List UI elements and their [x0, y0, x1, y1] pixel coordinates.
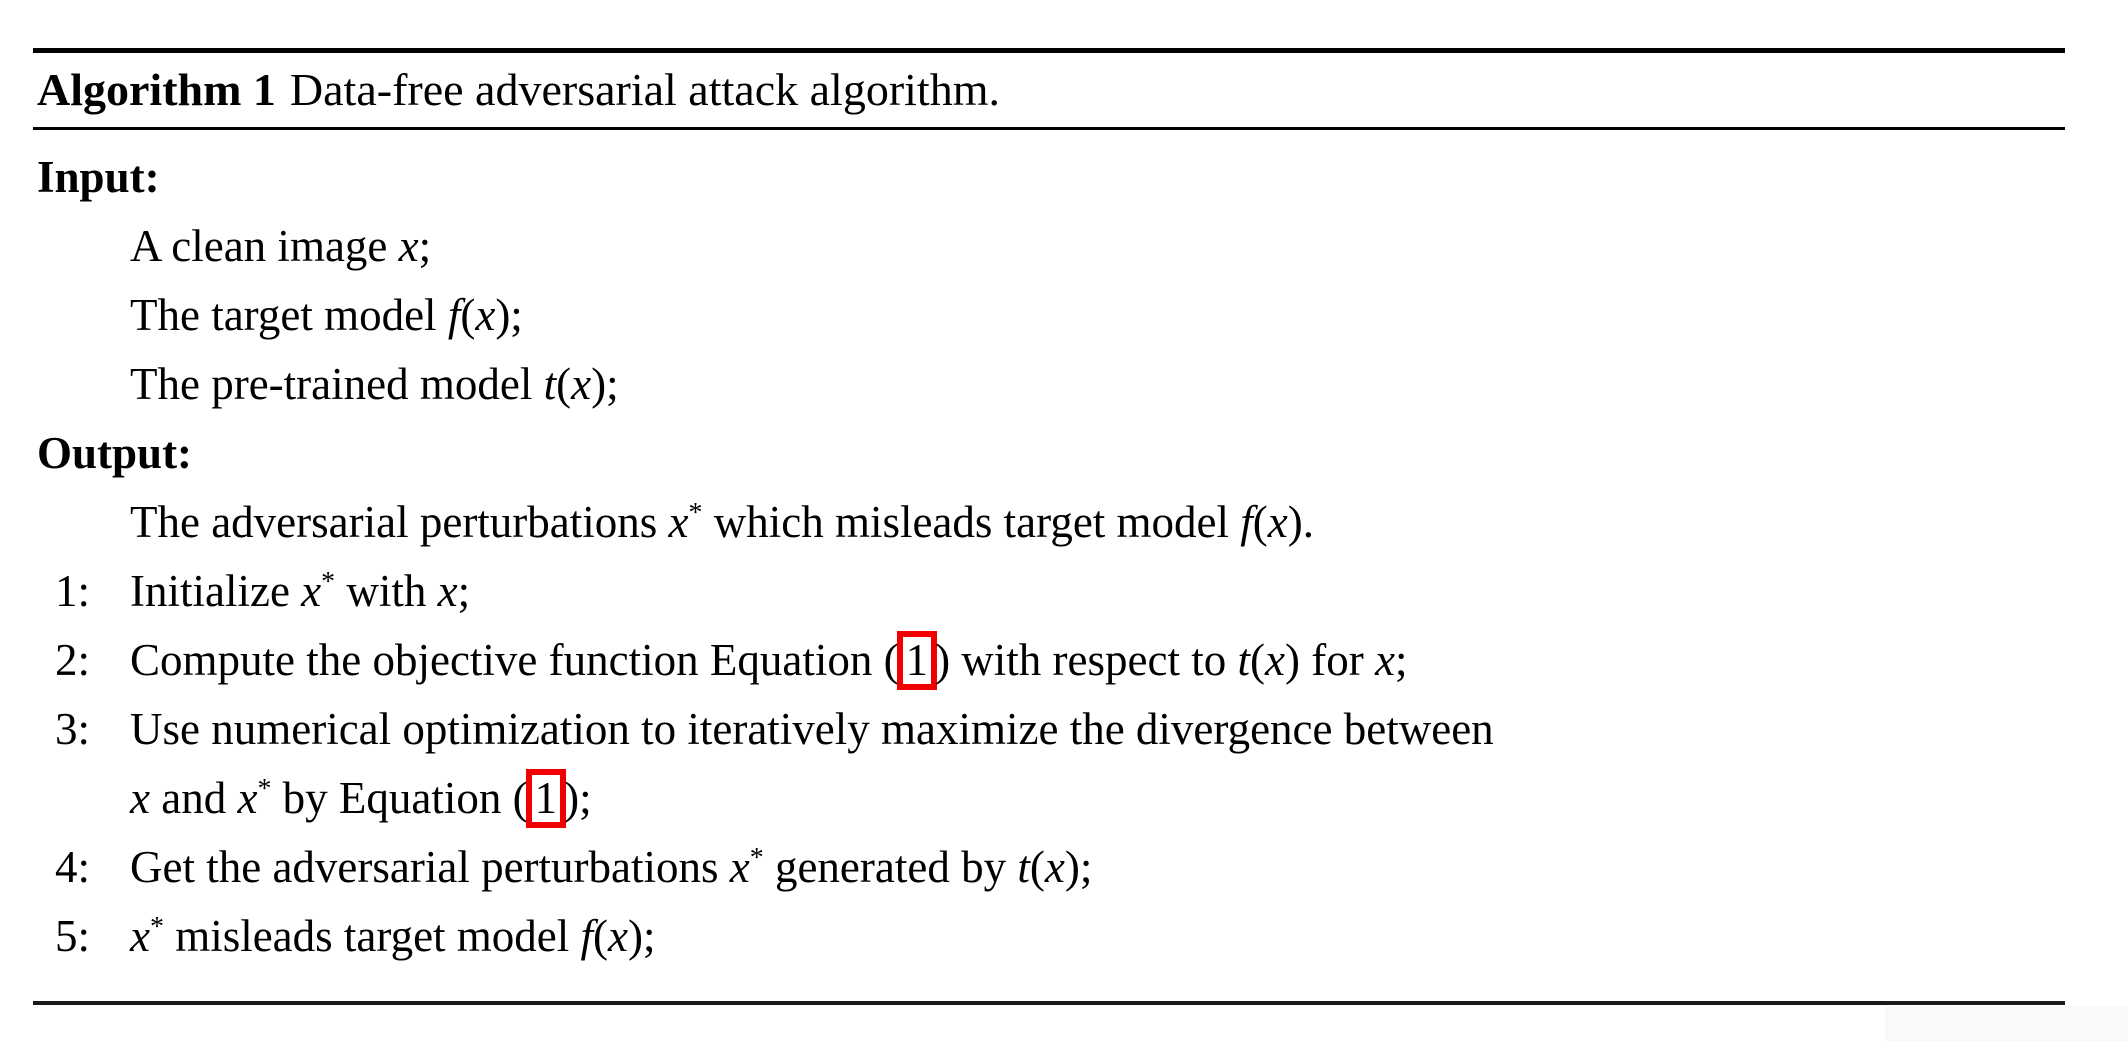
algorithm-line: The pre-trained model t(x);: [33, 350, 2065, 419]
text-segment: ) for: [1284, 635, 1375, 685]
algorithm-label: Algorithm 1: [37, 64, 276, 115]
line-number: 5:: [55, 911, 91, 961]
top-rule: [33, 48, 2065, 53]
text-segment: *: [321, 566, 336, 597]
text-segment: );: [1064, 842, 1093, 892]
algorithm-line: The target model f(x);: [33, 281, 2065, 350]
math-var: x: [1267, 497, 1288, 547]
math-var: x: [398, 221, 419, 271]
text-segment: Output:: [37, 428, 193, 478]
algorithm-body: Input:A clean image x;The target model f…: [33, 130, 2065, 971]
text-segment: A clean image: [130, 221, 399, 271]
text-segment: generated by: [763, 842, 1018, 892]
text-segment: *: [749, 842, 764, 873]
algorithm-line: x and x* by Equation (1);: [33, 764, 2065, 833]
text-segment: (: [1252, 497, 1268, 547]
text-segment: Input:: [37, 152, 160, 202]
math-var: x: [668, 497, 689, 547]
algorithm-line: 3: Use numerical optimization to iterativ…: [33, 695, 2065, 764]
text-segment: ).: [1287, 497, 1315, 547]
algorithm-line: Output:: [33, 419, 2065, 488]
bottom-rule: [33, 1001, 2065, 1005]
math-var: x: [130, 773, 150, 823]
algorithm-line: 2: Compute the objective function Equatio…: [33, 626, 2065, 695]
math-var: t: [1237, 635, 1250, 685]
math-var: x: [1265, 635, 1285, 685]
math-var: x: [237, 773, 258, 823]
math-var: x: [608, 911, 629, 961]
text-segment: *: [688, 497, 703, 528]
math-var: x: [437, 566, 458, 616]
text-segment: ;: [457, 566, 471, 616]
math-var: f: [447, 290, 461, 340]
text-segment: *: [149, 911, 164, 942]
line-number: 1:: [55, 566, 91, 616]
text-segment: ) with respect to: [935, 635, 1238, 685]
algorithm-line: 1:Initialize x* with x;: [33, 557, 2065, 626]
text-segment: Initialize: [130, 566, 302, 616]
algorithm-header: Algorithm 1 Data-free adversarial attack …: [33, 53, 2065, 127]
text-segment: (: [1029, 842, 1045, 892]
text-segment: (: [460, 290, 476, 340]
math-var: x: [729, 842, 750, 892]
algorithm-box: Algorithm 1 Data-free adversarial attack …: [33, 48, 2065, 1005]
text-segment: by Equation (: [271, 773, 528, 823]
algorithm-line: Input:: [33, 143, 2065, 212]
text-segment: Get the adversarial perturbations: [130, 842, 730, 892]
math-var: t: [1017, 842, 1030, 892]
text-segment: misleads target model: [163, 911, 581, 961]
text-segment: );: [564, 773, 592, 823]
text-segment: The target model: [130, 290, 448, 340]
text-segment: The adversarial perturbations: [130, 497, 669, 547]
algorithm-title: Data-free adversarial attack algorithm.: [289, 64, 1000, 115]
algorithm-line: The adversarial perturbations x* which m…: [33, 488, 2065, 557]
math-var: x: [475, 290, 496, 340]
text-segment: with: [335, 566, 438, 616]
math-var: x: [301, 566, 322, 616]
text-segment: );: [495, 290, 523, 340]
text-segment: The pre-trained model: [130, 359, 544, 409]
text-segment: (: [1250, 635, 1265, 685]
algorithm-line: 5:x* misleads target model f(x);: [33, 902, 2065, 971]
math-var: f: [1240, 497, 1253, 547]
text-segment: *: [257, 773, 272, 804]
line-number: 3:: [55, 704, 91, 754]
text-segment: ;: [1394, 635, 1408, 685]
line-number: 4:: [55, 842, 91, 892]
algorithm-line: A clean image x;: [33, 212, 2065, 281]
text-segment: Compute the objective function Equation …: [130, 635, 899, 685]
math-var: x: [1044, 842, 1065, 892]
math-var: t: [543, 359, 557, 409]
scan-artifact: [1885, 1006, 2128, 1041]
text-segment: which misleads target model: [702, 497, 1241, 547]
text-segment: ;: [418, 221, 432, 271]
math-var: x: [130, 911, 150, 961]
text-segment: Use numerical optimization to iterativel…: [130, 704, 1494, 754]
math-var: f: [580, 911, 594, 961]
header-divider-rule: [33, 127, 2065, 130]
text-segment: and: [149, 773, 238, 823]
algorithm-line: 4:Get the adversarial perturbations x* g…: [33, 833, 2065, 902]
equation-ref-highlight: 1: [525, 769, 567, 829]
text-segment: );: [591, 359, 619, 409]
text-segment: (: [556, 359, 572, 409]
math-var: x: [1374, 635, 1395, 685]
math-var: x: [571, 359, 592, 409]
equation-ref-highlight: 1: [896, 631, 938, 691]
line-number: 2:: [55, 635, 91, 685]
text-segment: );: [628, 911, 656, 961]
text-segment: (: [593, 911, 609, 961]
